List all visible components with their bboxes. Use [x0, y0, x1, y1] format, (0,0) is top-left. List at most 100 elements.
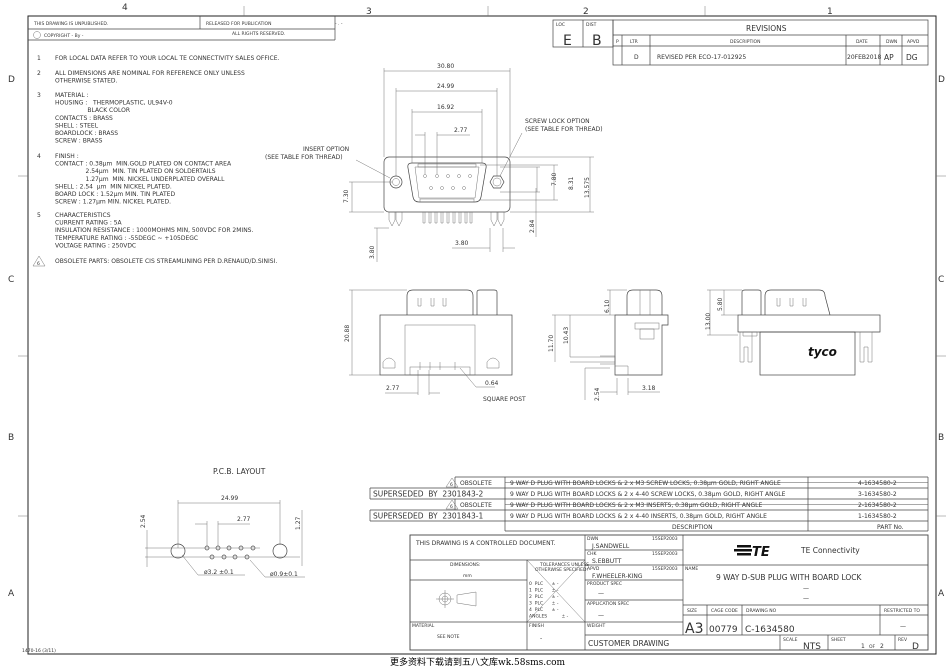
scale-label: SCALE	[783, 637, 798, 643]
note-line: SCREW : 1.27µm MIN. NICKEL PLATED.	[55, 199, 171, 206]
tolerance-rows: 0 PLC ± -1 PLC ± -2 PLC ± -3 PLC ± -4 PL…	[529, 581, 569, 620]
zone-ticks	[18, 6, 946, 517]
dim-8-31: 8.31	[568, 176, 575, 190]
part-description: 9 WAY D PLUG WITH BOARD LOCKS & 2 x M3 S…	[510, 480, 781, 487]
note-line: CURRENT RATING : 5A	[55, 220, 123, 227]
note-line: HOUSING : THERMOPLASTIC, UL94V-0	[55, 100, 173, 107]
publication-header	[28, 16, 336, 41]
note-line: CONTACT : 0.38µm MIN.GOLD PLATED ON CONT…	[55, 161, 232, 168]
finish-value: -	[540, 635, 542, 642]
released-text: RELEASED FOR PUBLICATION	[206, 21, 271, 27]
zone-label: B	[938, 433, 944, 443]
flag-number: 6	[450, 504, 453, 510]
released-value: - . -	[335, 22, 343, 27]
dim-3-18: 3.18	[642, 385, 656, 392]
dim-20-88: 20.88	[344, 325, 351, 342]
sheet-of: OF	[869, 644, 876, 650]
screw-lock-label: SCREW LOCK OPTION	[525, 118, 590, 125]
pcb-title: P.C.B. LAYOUT	[213, 467, 266, 476]
tolerance-row: 3 PLC ± -	[529, 601, 559, 607]
dim-2-54-pcb: 2.54	[140, 514, 147, 528]
status-label: OBSOLETE	[460, 480, 492, 487]
application-spec-value: —	[598, 612, 604, 619]
note-number: 2	[37, 70, 41, 77]
zone-label: C	[938, 275, 944, 285]
note-line: CONTACTS : BRASS	[55, 115, 113, 122]
rights-text: ALL RIGHTS RESERVED.	[232, 31, 285, 37]
zone-label: 2	[583, 7, 589, 17]
note-line: FINISH :	[55, 153, 79, 160]
note-item: 4 FINISH :CONTACT : 0.38µm MIN.GOLD PLATE…	[37, 153, 232, 206]
apvd-date: 15SEP2003	[652, 566, 678, 572]
tolerances-label: OTHERWISE SPECIFIED:	[535, 567, 588, 573]
dim-24-99: 24.99	[437, 83, 454, 90]
dwn-label: DWN	[587, 536, 598, 542]
drawing-frame	[27, 15, 937, 655]
dim-2-77-bottom: 2.77	[386, 385, 400, 392]
name-label: NAME	[685, 566, 698, 572]
copyright-icon	[33, 31, 41, 39]
note-line: 2.54µm MIN. TIN PLATED ON SOLDERTAILS	[55, 168, 216, 175]
note-number: 4	[37, 153, 41, 160]
parts-rows: 6 OBSOLETE 9 WAY D PLUG WITH BOARD LOCKS &…	[373, 477, 928, 521]
name-line: —	[803, 595, 809, 602]
part-number: 1-1634580-2	[858, 513, 897, 520]
dimensions-label: DIMENSIONS:	[450, 562, 480, 568]
dim-24-99-pcb: 24.99	[221, 495, 238, 502]
sheet-label: SHEET	[831, 637, 846, 643]
pcb-layout: P.C.B. LAYOUT 24.99 2.77 2.54 1.27 ø3.2 …	[140, 467, 305, 578]
dim-13-00: 13.00	[705, 313, 712, 330]
chk-label: CHK	[587, 551, 598, 557]
note-line: VOLTAGE RATING : 250VDC	[55, 242, 136, 249]
drawing-name: 9 WAY D-SUB PLUG WITH BOARD LOCK	[716, 573, 863, 582]
dim-2-77: 2.77	[454, 127, 468, 134]
zone-label: 1	[827, 7, 833, 17]
dwn-date: 15SEP2003	[652, 536, 678, 542]
note-number: 3	[37, 92, 41, 99]
zone-label: 3	[366, 7, 372, 17]
front-view: 30.80 24.99 16.92 2.77 7.30 3.80 7.80 8.…	[265, 63, 603, 262]
part-description: 9 WAY D PLUG WITH BOARD LOCKS & 2 x 4-40…	[510, 513, 767, 520]
zone-label: D	[938, 75, 945, 85]
cage-label: CAGE CODE	[711, 608, 738, 614]
insert-option-note: (SEE TABLE FOR THREAD)	[265, 154, 343, 161]
status-label: SUPERSEDED BY 2301843-2	[373, 490, 483, 499]
note-line: OBSOLETE PARTS: OBSOLETE CIS STREAMLININ…	[55, 258, 277, 265]
dim-7-80: 7.80	[551, 172, 558, 186]
note-number: 1	[37, 55, 41, 62]
finish-label: FINISH	[529, 623, 544, 629]
part-number: 3-1634580-2	[858, 491, 897, 498]
rev-description: REVISED PER ECO-17-012925	[657, 54, 746, 61]
square-post-label: SQUARE POST	[483, 396, 526, 403]
product-spec-label: PRODUCT SPEC	[587, 581, 622, 587]
tolerance-row: 2 PLC ± -	[529, 594, 559, 600]
form-number: 1470-16 (3/11)	[22, 648, 56, 654]
note-line: CHARACTERISTICS	[55, 212, 111, 219]
insert-option-label: INSERT OPTION	[303, 146, 349, 153]
rev-dwn: AP	[884, 53, 894, 62]
dim-5-80: 5.80	[717, 297, 724, 311]
part-description: 9 WAY D PLUG WITH BOARD LOCKS & 2 x 4-40…	[510, 491, 786, 498]
dim-3-80-vertical: 3.80	[369, 245, 376, 259]
note-line: SHELL : 2.54 µm MIN NICKEL PLATED.	[55, 183, 172, 190]
dim-30-80: 30.80	[437, 63, 454, 70]
dim-13-575: 13.575	[584, 177, 591, 198]
part-number: 2-1634580-2	[858, 502, 897, 509]
loc-label: LOC	[556, 22, 565, 28]
customer-drawing-label: CUSTOMER DRAWING	[588, 639, 669, 648]
dim-2-77-pcb: 2.77	[237, 516, 251, 523]
dim-2-84: 2.84	[529, 219, 536, 233]
size-value: A3	[685, 621, 703, 637]
note-line: SCREW : BRASS	[55, 138, 103, 145]
material-value: SEE NOTE	[437, 634, 460, 640]
rev-label: REV	[898, 637, 908, 643]
tolerance-row: 1 PLC ± -	[529, 588, 559, 594]
note-line: OTHERWISE STATED.	[55, 78, 118, 85]
dim-7-30: 7.30	[343, 189, 350, 203]
note-line: 1.27µm MIN. NICKEL UNDERPLATED OVERALL	[55, 176, 225, 183]
